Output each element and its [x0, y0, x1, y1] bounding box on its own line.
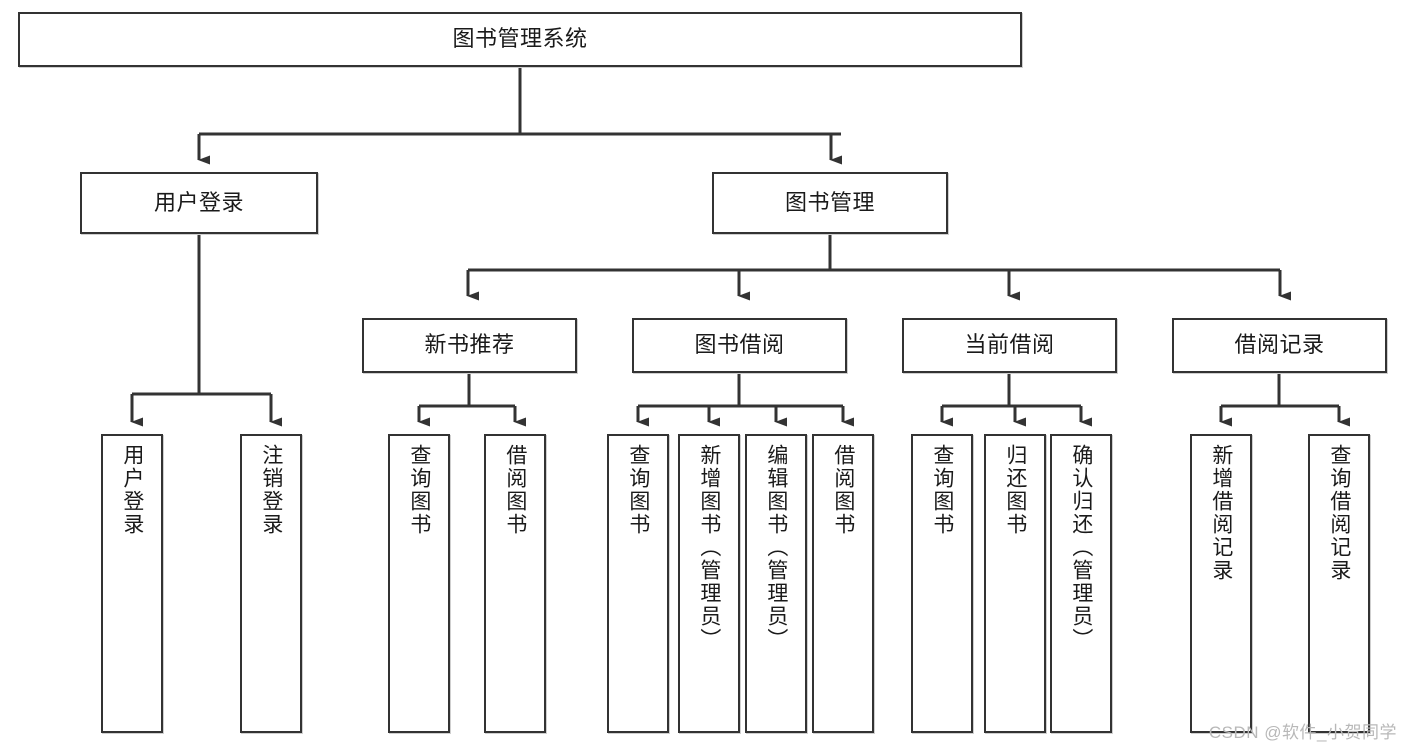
node-current-borrow[interactable]: 当前借阅: [902, 318, 1117, 373]
node-leaf-confirm-return-label: 确认归还（管理员）: [1069, 444, 1093, 651]
node-leaf-borrow-book-1[interactable]: 借阅图书: [484, 434, 546, 733]
node-leaf-return-book-label: 归还图书: [1003, 444, 1027, 536]
node-leaf-logout-login[interactable]: 注销登录: [240, 434, 302, 733]
node-borrow-record[interactable]: 借阅记录: [1172, 318, 1387, 373]
node-leaf-edit-book-label: 编辑图书（管理员）: [764, 444, 788, 651]
node-leaf-query-book-2[interactable]: 查询图书: [607, 434, 669, 733]
node-new-book-recommend-label: 新书推荐: [424, 332, 515, 358]
node-book-manage[interactable]: 图书管理: [712, 172, 948, 234]
node-user-login-label: 用户登录: [153, 189, 244, 215]
node-leaf-query-book-2-label: 查询图书: [626, 444, 650, 536]
csdn-watermark: CSDN @软件_小贺同学: [1208, 723, 1397, 742]
node-leaf-query-record-label: 查询借阅记录: [1327, 444, 1351, 582]
node-leaf-add-book[interactable]: 新增图书（管理员）: [678, 434, 740, 733]
node-leaf-confirm-return[interactable]: 确认归还（管理员）: [1050, 434, 1112, 733]
node-book-borrow[interactable]: 图书借阅: [632, 318, 847, 373]
node-book-borrow-label: 图书借阅: [694, 332, 785, 358]
node-leaf-borrow-book-1-label: 借阅图书: [503, 444, 527, 536]
node-leaf-query-book-3[interactable]: 查询图书: [911, 434, 973, 733]
node-leaf-query-book-3-label: 查询图书: [930, 444, 954, 536]
node-borrow-record-label: 借阅记录: [1234, 332, 1325, 358]
node-root-label: 图书管理系统: [452, 26, 588, 52]
node-leaf-return-book[interactable]: 归还图书: [984, 434, 1046, 733]
node-leaf-add-book-label: 新增图书（管理员）: [697, 444, 721, 651]
node-root[interactable]: 图书管理系统: [18, 12, 1022, 67]
node-leaf-add-record[interactable]: 新增借阅记录: [1190, 434, 1252, 733]
node-leaf-user-login[interactable]: 用户登录: [101, 434, 163, 733]
node-new-book-recommend[interactable]: 新书推荐: [362, 318, 577, 373]
node-leaf-edit-book[interactable]: 编辑图书（管理员）: [745, 434, 807, 733]
node-book-manage-label: 图书管理: [784, 189, 875, 215]
node-leaf-borrow-book-2[interactable]: 借阅图书: [812, 434, 874, 733]
node-leaf-borrow-book-2-label: 借阅图书: [831, 444, 855, 536]
node-leaf-add-record-label: 新增借阅记录: [1209, 444, 1233, 582]
node-user-login[interactable]: 用户登录: [80, 172, 318, 234]
node-leaf-query-book-1-label: 查询图书: [407, 444, 431, 536]
node-leaf-logout-login-label: 注销登录: [259, 444, 283, 536]
node-leaf-user-login-label: 用户登录: [120, 444, 144, 536]
node-leaf-query-record[interactable]: 查询借阅记录: [1308, 434, 1370, 733]
node-leaf-query-book-1[interactable]: 查询图书: [388, 434, 450, 733]
node-current-borrow-label: 当前借阅: [964, 332, 1055, 358]
